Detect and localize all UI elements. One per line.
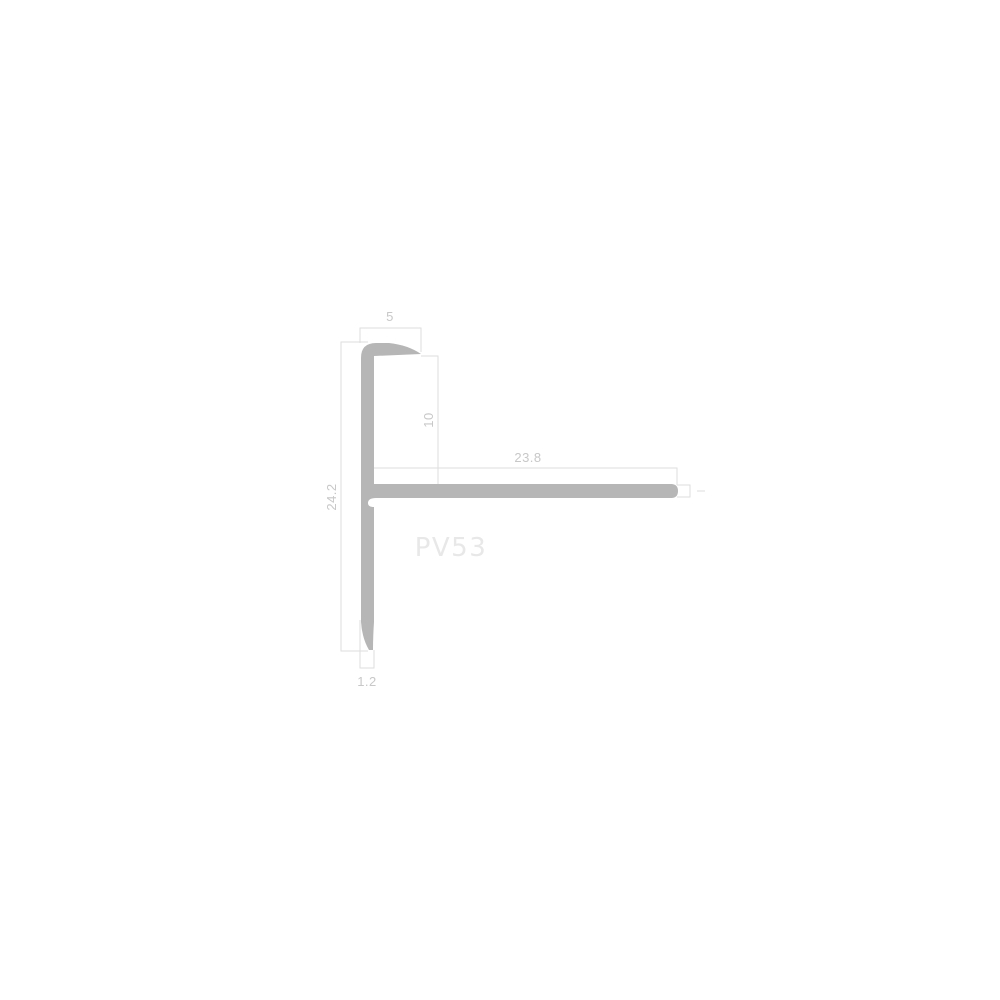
dim-line-total-height [340, 341, 368, 652]
dim-label-arm-length: 23.8 [514, 450, 541, 465]
dim-line-arm-length [374, 467, 678, 485]
dim-label-top-flange-depth: 10 [421, 412, 436, 427]
dim-label-top-flange-width: 5 [386, 309, 394, 324]
dimension-lines [340, 327, 705, 669]
dim-line-wall-thickness [359, 620, 375, 669]
dim-label-wall-thickness: 1.2 [357, 674, 377, 689]
dim-line-arm-thickness [677, 484, 691, 498]
model-label: PV53 [415, 533, 488, 563]
dim-line-top-flange-depth [421, 355, 439, 486]
dim-label-total-height: 24.2 [324, 483, 339, 510]
dim-line-top-flange-width [359, 327, 422, 352]
profile-shape [361, 343, 678, 650]
